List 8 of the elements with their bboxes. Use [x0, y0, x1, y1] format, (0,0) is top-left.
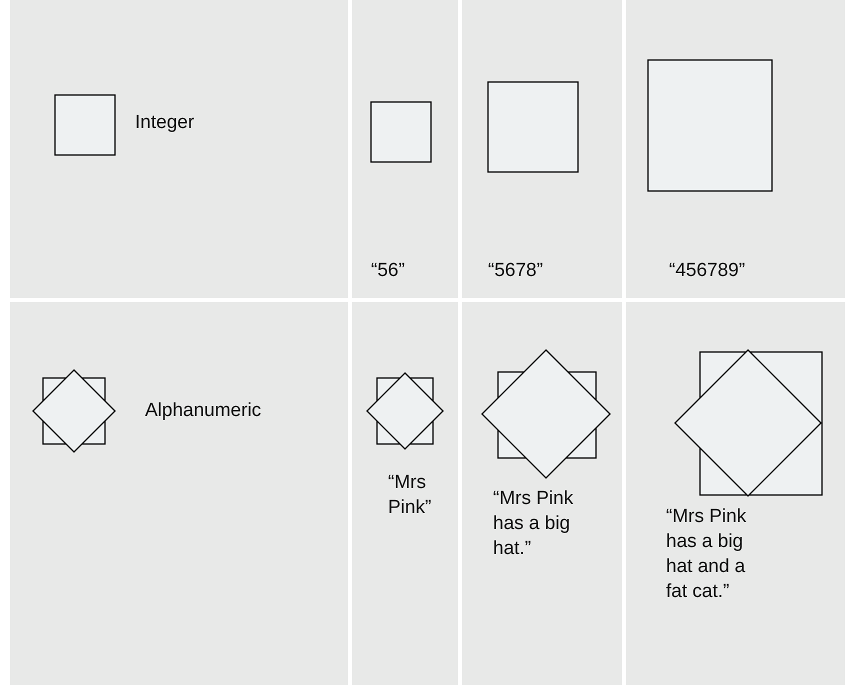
type-label: Alphanumeric [145, 399, 262, 423]
type-label: Integer [135, 111, 194, 135]
example-value: “Mrs Pink” [388, 471, 432, 520]
example-value: “Mrs Pink has a big hat.” [493, 487, 574, 561]
example-value: “56” [371, 259, 405, 283]
example-value: “456789” [669, 259, 746, 283]
example-value: “Mrs Pink has a big hat and a fat cat.” [666, 505, 748, 604]
example-value: “5678” [488, 259, 543, 283]
